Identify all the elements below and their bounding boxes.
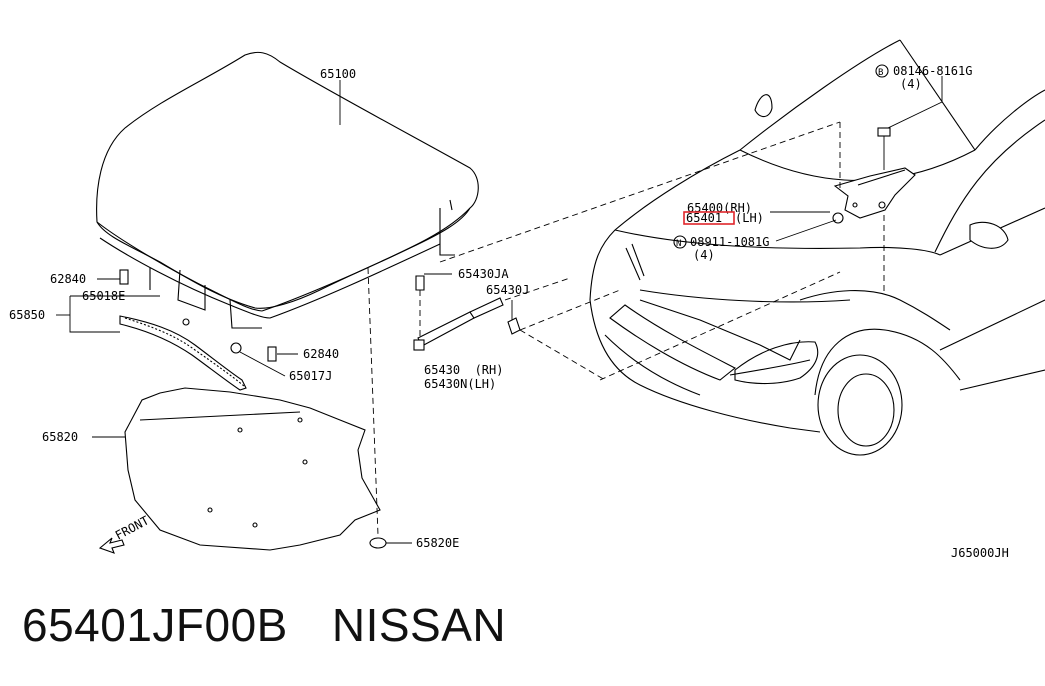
label-front: FRONT <box>113 513 151 542</box>
hood-hinge <box>832 167 916 224</box>
label-08911: 08911-1081G <box>690 235 769 249</box>
clip-65820e-icon <box>369 537 412 549</box>
label-65430-rh: 65430 (RH) <box>424 363 503 377</box>
caption-brand: NISSAN <box>331 599 507 651</box>
label-65820e: 65820E <box>416 536 459 550</box>
label-diagram-code: J65000JH <box>951 546 1009 560</box>
label-65820: 65820 <box>42 430 78 444</box>
front-arrow-icon <box>98 537 125 554</box>
hood-stay <box>413 275 521 351</box>
seal-clip-icon <box>182 318 190 326</box>
highlight-box <box>683 211 735 225</box>
label-65430ja: 65430JA <box>458 267 509 281</box>
label-bolt-prefix: B <box>878 68 883 78</box>
clip-65017j-icon <box>230 342 242 354</box>
label-65850: 65850 <box>9 308 45 322</box>
label-65430n-lh: 65430N(LH) <box>424 377 496 391</box>
bolt-icon <box>877 127 891 170</box>
hood-seal <box>119 315 247 391</box>
label-65100: 65100 <box>320 67 356 81</box>
label-62840-right: 62840 <box>303 347 339 361</box>
label-65018e: 65018E <box>82 289 125 303</box>
nut-prefix-icon <box>673 235 687 249</box>
label-nut-prefix: N <box>676 239 681 249</box>
label-62840-left: 62840 <box>50 272 86 286</box>
hood-panel <box>96 51 479 329</box>
vehicle-body <box>589 39 1045 456</box>
caption-part-number: 65401JF00B <box>22 599 288 651</box>
label-bolt-qty: (4) <box>900 77 922 91</box>
label-nut-qty: (4) <box>693 248 715 262</box>
label-08146: 08146-8161G <box>893 64 972 78</box>
label-65401: 65401 <box>686 211 722 225</box>
label-65401-lh: (LH) <box>735 211 764 225</box>
hood-insulator <box>124 387 381 551</box>
bolt-prefix-icon <box>875 64 889 78</box>
clip-62840-right <box>267 346 298 362</box>
label-65017j: 65017J <box>289 369 332 383</box>
part-caption: 65401JF00B NISSAN <box>22 598 506 652</box>
clip-62840-left <box>97 269 129 285</box>
label-65430j: 65430J <box>486 283 529 297</box>
bracket-65850 <box>69 296 120 333</box>
